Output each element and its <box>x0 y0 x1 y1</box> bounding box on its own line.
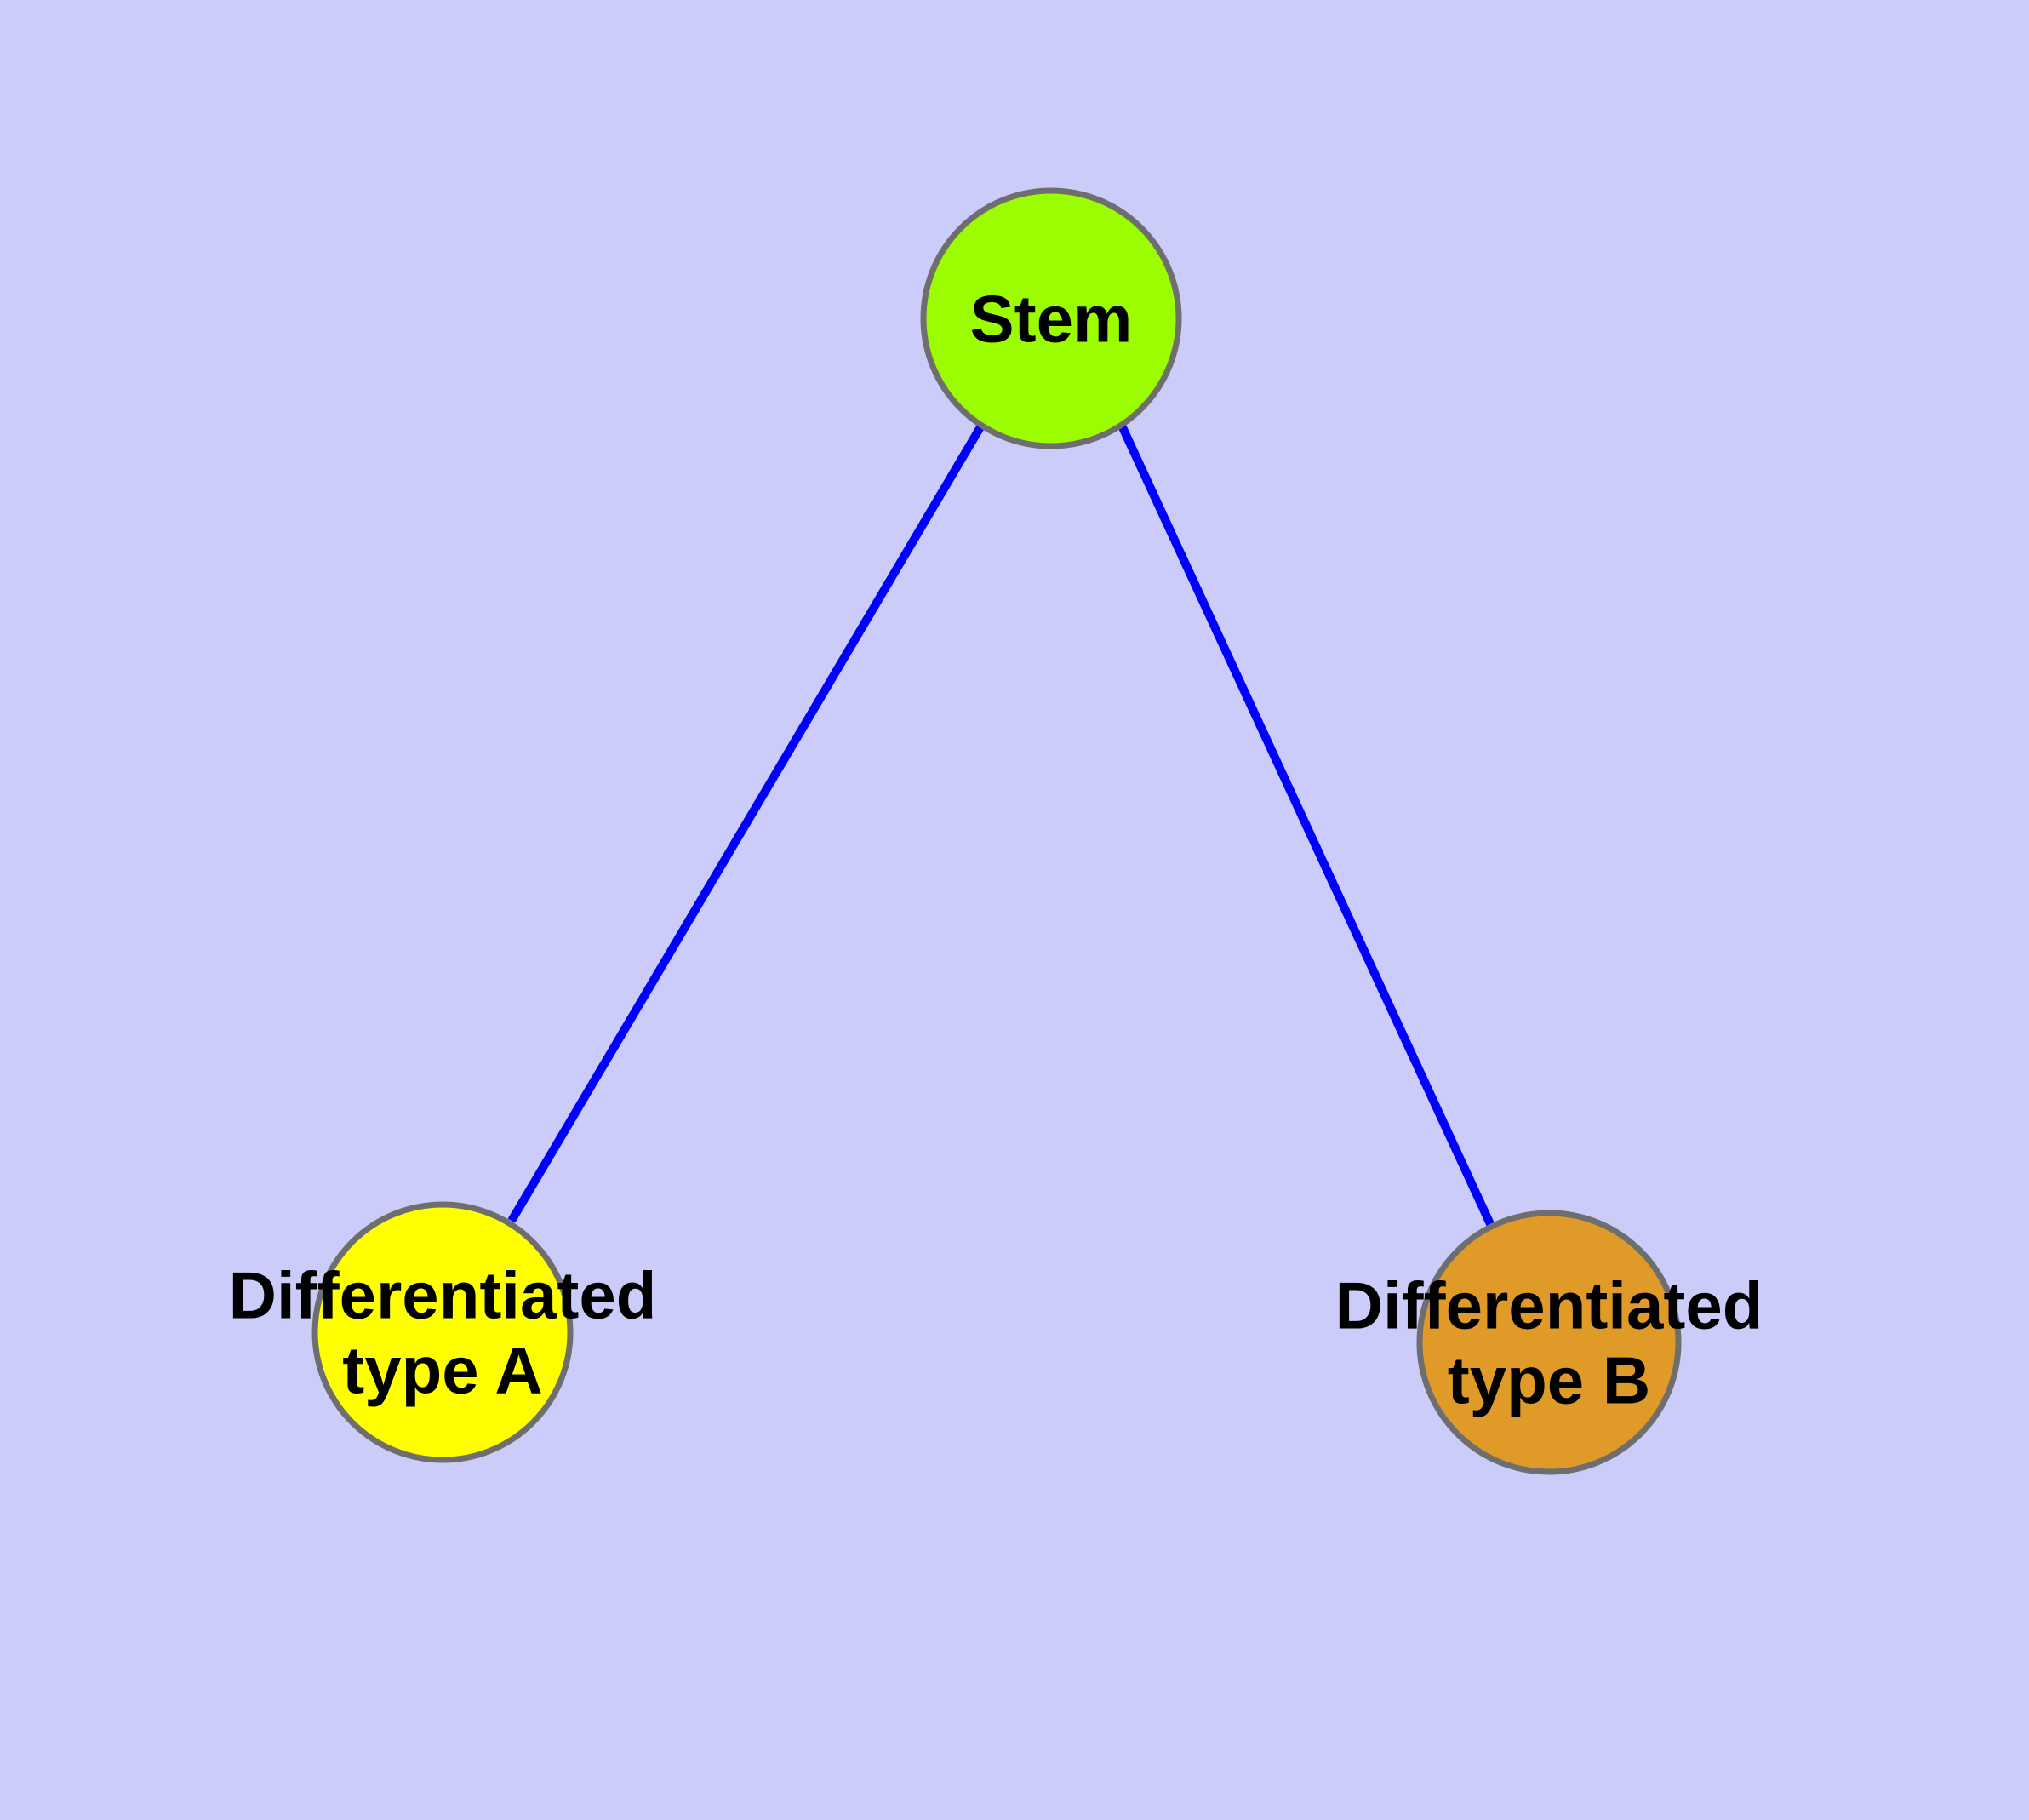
graph-node-diff-b[interactable] <box>1416 1210 1682 1475</box>
node-label-line: type A <box>342 1332 543 1407</box>
graph-node-diff-a[interactable] <box>311 1201 574 1463</box>
edges-group <box>507 423 1495 1228</box>
node-circle-diff-a[interactable] <box>311 1201 574 1463</box>
graph-edge[interactable] <box>1117 423 1495 1228</box>
node-label-stem: Stem <box>970 281 1133 356</box>
node-label-line: Differentiated <box>1335 1268 1763 1342</box>
graph-edge[interactable] <box>507 423 986 1223</box>
node-label-line: Differentiated <box>229 1257 657 1332</box>
node-label-line: Stem <box>970 281 1133 356</box>
graph-node-stem[interactable] <box>920 187 1182 449</box>
node-circle-stem[interactable] <box>920 187 1182 449</box>
node-label-line: type B <box>1448 1342 1650 1417</box>
node-circle-diff-b[interactable] <box>1416 1210 1682 1475</box>
